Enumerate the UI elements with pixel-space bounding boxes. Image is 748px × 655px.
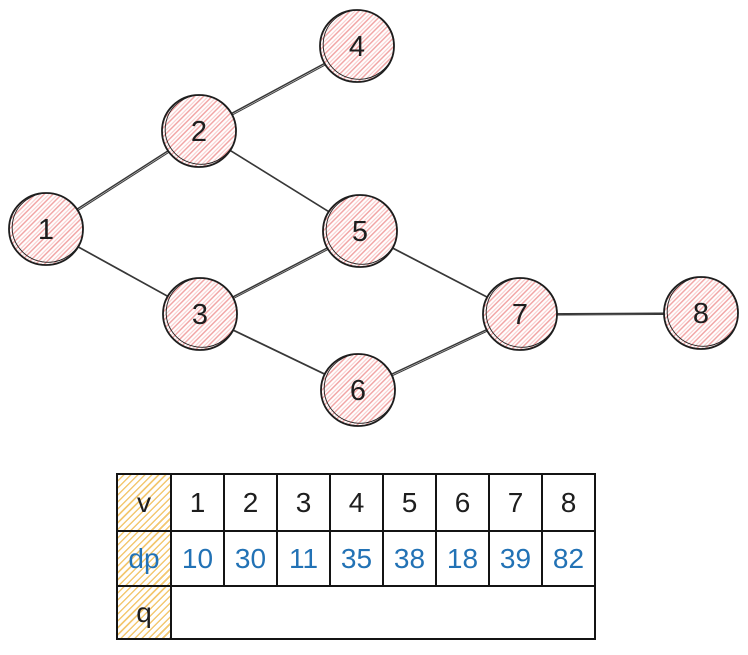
row-header-q: q bbox=[116, 585, 172, 640]
node-label-5: 5 bbox=[352, 216, 368, 248]
cell-v-8: 8 bbox=[541, 473, 596, 532]
cell-dp-7: 39 bbox=[488, 530, 543, 587]
node-circle-rim bbox=[11, 192, 84, 263]
graph-node-6: 6 bbox=[320, 353, 396, 427]
graph-node-1: 1 bbox=[8, 192, 84, 266]
graph-node-4: 4 bbox=[319, 9, 395, 83]
cell-v-3: 3 bbox=[276, 473, 331, 532]
node-circle-rim bbox=[164, 94, 237, 165]
graph-node-3: 3 bbox=[162, 277, 238, 351]
node-label-4: 4 bbox=[349, 31, 365, 63]
graph-node-7: 7 bbox=[482, 277, 558, 351]
graph-node-5: 5 bbox=[322, 194, 398, 268]
cell-v-7: 7 bbox=[488, 473, 543, 532]
cell-dp-2: 30 bbox=[223, 530, 278, 587]
table-row-q: q bbox=[116, 585, 596, 640]
node-circle-rim bbox=[325, 194, 398, 265]
node-label-8: 8 bbox=[693, 298, 709, 330]
node-label-2: 2 bbox=[191, 116, 207, 148]
node-circle-rim bbox=[666, 276, 739, 347]
node-label-7: 7 bbox=[512, 299, 528, 331]
node-label-6: 6 bbox=[350, 375, 366, 407]
node-circle-rim bbox=[165, 277, 238, 348]
cell-v-1: 1 bbox=[170, 473, 225, 532]
cell-v-5: 5 bbox=[382, 473, 437, 532]
cell-dp-3: 11 bbox=[276, 530, 331, 587]
cell-dp-5: 38 bbox=[382, 530, 437, 587]
node-label-3: 3 bbox=[192, 299, 208, 331]
cell-dp-8: 82 bbox=[541, 530, 596, 587]
node-label-1: 1 bbox=[38, 214, 54, 246]
node-circle-rim bbox=[322, 9, 395, 80]
node-circle-rim bbox=[485, 277, 558, 348]
cell-dp-6: 18 bbox=[435, 530, 490, 587]
node-circle-rim bbox=[323, 353, 396, 424]
row-header-dp: dp bbox=[116, 530, 172, 587]
cell-q-empty bbox=[170, 585, 596, 640]
cell-v-6: 6 bbox=[435, 473, 490, 532]
cell-dp-4: 35 bbox=[329, 530, 384, 587]
graph-canvas: 1 2 3 4 5 6 7 8 bbox=[8, 9, 739, 427]
graph-node-8: 8 bbox=[663, 276, 739, 350]
cell-dp-1: 10 bbox=[170, 530, 225, 587]
cell-v-2: 2 bbox=[223, 473, 278, 532]
cell-v-4: 4 bbox=[329, 473, 384, 532]
row-header-v: v bbox=[116, 473, 172, 532]
graph-nodes: 1 2 3 4 5 6 7 8 bbox=[8, 9, 739, 427]
graph-node-2: 2 bbox=[161, 94, 237, 168]
